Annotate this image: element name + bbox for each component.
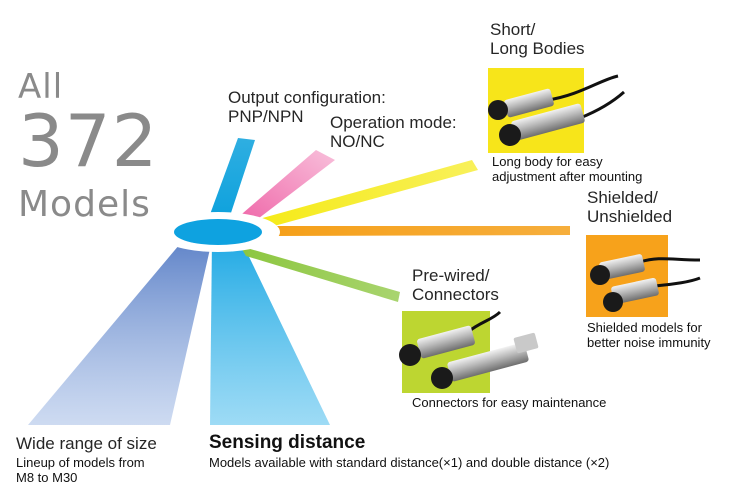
output-configuration-value: PNP/NPN: [228, 107, 304, 126]
short-long-title-line2: Long Bodies: [490, 39, 585, 58]
operation-mode-label: Operation mode:: [330, 113, 457, 132]
hero-model-count: 372: [18, 99, 159, 183]
shielded-caption-line2: better noise immunity: [587, 335, 711, 350]
shielded-caption-line1: Shielded models for: [587, 320, 702, 335]
short-long-caption-line2: adjustment after mounting: [492, 169, 643, 184]
prewired-beam: [240, 246, 400, 302]
output-configuration-label: Output configuration:: [228, 88, 386, 107]
short-long-beam: [248, 160, 478, 232]
sensor-image-shielded: [590, 254, 701, 285]
prewired-caption: Connectors for easy maintenance: [412, 395, 607, 410]
sensing-distance-caption: Models available with standard distance(…: [209, 455, 610, 470]
short-long-caption-line1: Long body for easy: [492, 154, 603, 169]
sensor-image-short: [488, 74, 619, 120]
shielded-beam: [275, 226, 570, 236]
short-long-title-line1: Short/: [490, 20, 536, 39]
sensor-image-connector: [431, 332, 539, 389]
size-beam: [28, 232, 212, 425]
size-caption-line2: M8 to M30: [16, 470, 78, 485]
prewired-title-line2: Connectors: [412, 285, 499, 304]
prewired-title-line1: Pre-wired/: [412, 266, 490, 285]
hub: [174, 219, 262, 245]
shielded-title-line1: Shielded/: [587, 188, 658, 207]
hero-all: All: [18, 67, 64, 107]
size-title: Wide range of size: [16, 434, 157, 453]
shielded-title-line2: Unshielded: [587, 207, 673, 226]
hero-models: Models: [18, 184, 151, 225]
sensor-image-long: [499, 90, 625, 146]
output-configuration-beam: [205, 138, 255, 228]
operation-mode-beam: [228, 150, 335, 228]
sensor-image-unshielded: [603, 276, 701, 312]
size-caption-line1: Lineup of models from: [16, 455, 145, 470]
operation-mode-value: NO/NC: [330, 132, 385, 151]
sensor-image-prewired: [399, 310, 502, 366]
sensing-distance-title: Sensing distance: [209, 432, 366, 453]
sensing-distance-beam: [210, 238, 330, 425]
